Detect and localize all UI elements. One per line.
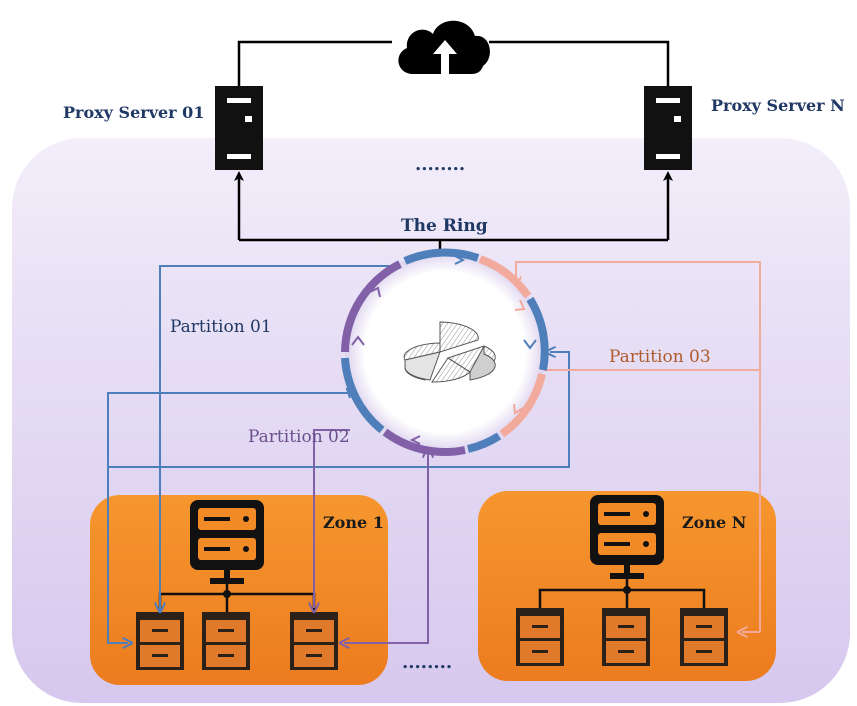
proxy-server-1-label: Proxy Server 01 (63, 103, 204, 122)
ring-segment-blue-top (403, 248, 480, 265)
ring-segment-pink-right (499, 373, 546, 438)
zone-1-storage-3-icon (290, 612, 338, 670)
zone-n-hub (623, 586, 631, 594)
pie-chart-icon (403, 321, 496, 383)
dots-top: ........ (415, 154, 465, 175)
proxy-server-1-icon (215, 86, 263, 170)
ring (341, 248, 549, 456)
zone-n-storage-3-icon (680, 608, 728, 666)
ring-segment-purple-left (341, 260, 402, 353)
zone-1-server-icon (190, 500, 264, 584)
zone-1-hub (223, 590, 231, 598)
cloud-upload-icon (398, 20, 490, 74)
partition-1-label: Partition 01 (170, 317, 272, 337)
ring-segment-pink-top (478, 255, 532, 299)
zone-1-storage-2-icon (202, 612, 250, 670)
proxy-server-n-icon (644, 86, 692, 170)
zone-n-label: Zone N (682, 513, 746, 532)
zone-n-storage-2-icon (602, 608, 650, 666)
zone-1-storage-1-icon (136, 612, 184, 670)
zone-1-label: Zone 1 (323, 513, 384, 532)
the-ring-label: The Ring (401, 216, 488, 236)
proxy-connection-lines (237, 40, 670, 86)
zone-n-storage-1-icon (516, 608, 564, 666)
partition-3-label: Partition 03 (609, 347, 711, 367)
ring-segment-blue-left (341, 357, 385, 434)
partition-2-lines (314, 429, 428, 643)
dots-bottom: ........ (402, 652, 452, 673)
zone-n-server-icon (590, 495, 664, 579)
ring-segment-blue-bottom (466, 432, 502, 453)
ring-segment-purple-bottom (382, 428, 466, 456)
partition-2-label: Partition 02 (248, 427, 350, 447)
proxy-server-n-label: Proxy Server N (711, 96, 845, 115)
ring-segment-blue-right (526, 296, 549, 371)
